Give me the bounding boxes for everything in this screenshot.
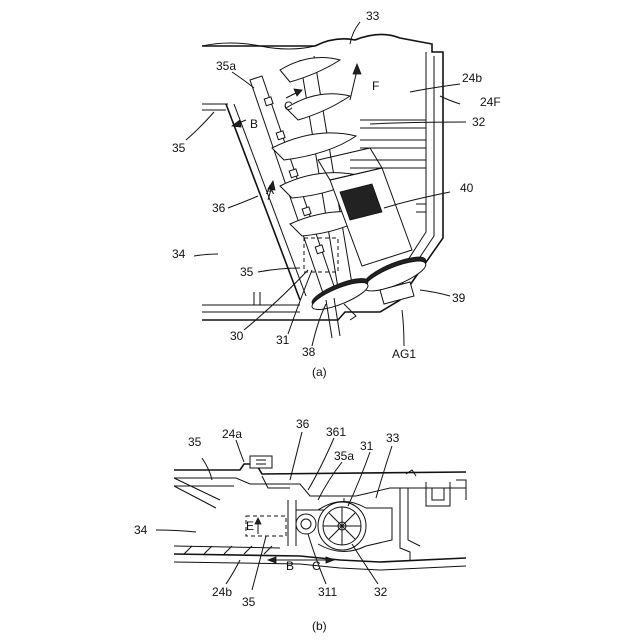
figure-b: 35 24a 36 361 35a 31 33 34 E B C 24b 35 … [134, 417, 466, 633]
label-311: 311 [318, 585, 337, 599]
label-35-top: 35 [172, 141, 186, 155]
cap-24a [250, 456, 272, 468]
bottom-frame-a [202, 305, 300, 312]
label-30: 30 [230, 329, 244, 343]
label-F: F [372, 79, 379, 93]
bottom-tab [254, 292, 260, 305]
label-A: A [266, 183, 274, 197]
caption-b: (b) [312, 619, 327, 633]
label-E: E [246, 519, 254, 533]
shelf-35 [202, 104, 228, 110]
label-361: 361 [326, 425, 346, 439]
wall-36 [226, 104, 300, 300]
caption-a: (a) [312, 365, 327, 379]
figure-a: 33 35a C F 24b 24F 35 B 32 40 36 A 34 35… [172, 9, 501, 379]
label-33-b: 33 [386, 431, 400, 445]
label-C-b: C [312, 559, 321, 573]
label-24F: 24F [480, 95, 501, 109]
label-38: 38 [302, 345, 316, 359]
label-39: 39 [452, 291, 466, 305]
label-31: 31 [276, 333, 290, 347]
label-C: C [284, 99, 293, 113]
label-24b-b: 24b [212, 585, 232, 599]
label-35-mid: 35 [240, 265, 254, 279]
label-35a: 35a [216, 59, 236, 73]
label-34: 34 [172, 247, 186, 261]
label-36-b: 36 [296, 417, 310, 431]
label-B: B [250, 117, 258, 131]
label-24a: 24a [222, 427, 242, 441]
label-32: 32 [472, 115, 486, 129]
label-35-b: 35 [188, 435, 202, 449]
label-24b: 24b [462, 71, 482, 85]
auger-32-section [318, 502, 366, 550]
label-34-b: 34 [134, 523, 148, 537]
label-31-b: 31 [360, 439, 374, 453]
label-B-b: B [286, 559, 294, 573]
label-33: 33 [366, 9, 380, 23]
label-40: 40 [460, 181, 474, 195]
label-AG1: AG1 [392, 347, 416, 361]
label-32-b: 32 [374, 585, 388, 599]
gear-38 [309, 273, 371, 338]
label-36: 36 [212, 201, 226, 215]
label-35a-b: 35a [334, 449, 354, 463]
rotor-311 [296, 514, 316, 534]
label-35-bottom: 35 [242, 595, 256, 609]
